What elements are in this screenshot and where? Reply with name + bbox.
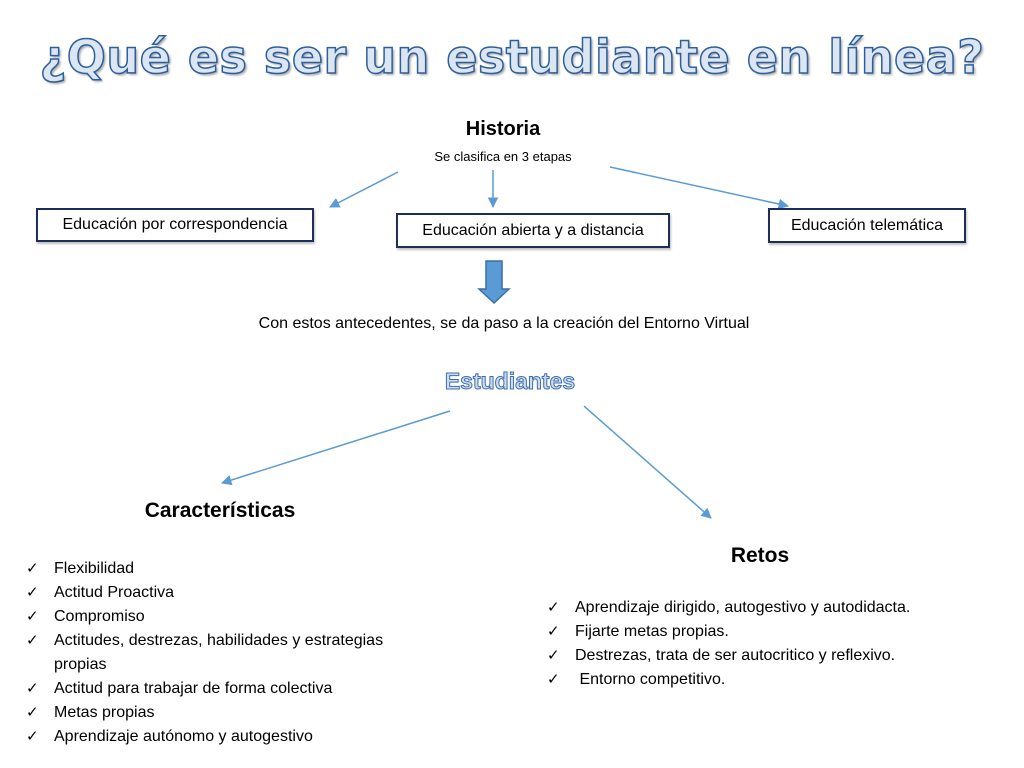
retos-list: ✓ Aprendizaje dirigido, autogestivo y aut… — [545, 596, 1015, 692]
check-icon: ✓ — [26, 704, 39, 721]
check-icon: ✓ — [26, 560, 39, 577]
stage-box-abierta-distancia: Educación abierta y a distancia — [396, 213, 670, 248]
check-icon: ✓ — [547, 647, 560, 664]
stage-label: Educación telemática — [790, 216, 944, 234]
caracteristicas-list: ✓ Flexibilidad ✓ Actitud Proactiva ✓ Compro… — [24, 557, 404, 749]
list-item: ✓ Entorno competitivo. — [545, 668, 1015, 692]
check-icon: ✓ — [547, 599, 560, 616]
check-icon: ✓ — [26, 608, 39, 625]
check-icon: ✓ — [26, 728, 39, 745]
list-item: ✓ Actitud para trabajar de forma colectiv… — [24, 677, 404, 701]
caracteristicas-title: Características — [144, 499, 296, 522]
list-item: ✓ Metas propias — [24, 701, 404, 725]
arrow-to-telematica — [609, 166, 790, 210]
page-title: ¿Qué es ser un estudiante en línea? — [39, 29, 985, 85]
stage-label: Educación abierta y a distancia — [422, 221, 644, 239]
list-item-text: Actitud Proactiva — [54, 584, 175, 601]
list-item-text: Aprendizaje autónomo y autogestivo — [54, 728, 313, 745]
list-item-text: Entorno competitivo. — [575, 671, 726, 688]
list-item: ✓ Actitud Proactiva — [24, 581, 404, 605]
list-item-text: Actitud para trabajar de forma colectiva — [54, 680, 333, 697]
list-item: ✓ Aprendizaje dirigido, autogestivo y aut… — [545, 596, 1015, 620]
stage-box-telematica: Educación telemática — [768, 208, 966, 243]
list-item: ✓ Fijarte metas propias. — [545, 620, 1015, 644]
list-item: ✓ Destrezas, trata de ser autocritico y r… — [545, 644, 1015, 668]
block-arrow-down — [477, 260, 511, 305]
list-item: ✓ Compromiso — [24, 605, 404, 629]
list-item-text: Compromiso — [54, 608, 145, 625]
historia-subtitle: Se clasifica en 3 etapas — [434, 149, 572, 164]
check-icon: ✓ — [547, 623, 560, 640]
list-item-text: Flexibilidad — [54, 560, 135, 577]
arrow-to-retos — [583, 405, 712, 519]
list-item-text: Aprendizaje dirigido, autogestivo y auto… — [575, 599, 911, 616]
arrow-to-correspondencia — [329, 171, 399, 208]
list-item: ✓ Actitudes, destrezas, habilidades y est… — [24, 629, 404, 677]
list-item: ✓ Flexibilidad — [24, 557, 404, 581]
historia-title: Historia — [465, 118, 541, 140]
check-icon: ✓ — [26, 680, 39, 697]
list-item-text: Metas propias — [54, 704, 155, 721]
check-icon: ✓ — [547, 671, 560, 688]
list-item-text: Actitudes, destrezas, habilidades y estr… — [54, 632, 384, 673]
arrow-to-caracteristicas — [220, 410, 451, 486]
list-item-text: Destrezas, trata de ser autocritico y re… — [575, 647, 896, 664]
check-icon: ✓ — [26, 632, 39, 649]
stage-label: Educación por correspondencia — [62, 216, 288, 233]
estudiantes-heading: Estudiantes — [444, 368, 576, 395]
list-item-text: Fijarte metas propias. — [575, 623, 729, 640]
retos-title: Retos — [730, 544, 790, 567]
antecedentes-text: Con estos antecedentes, se da paso a la … — [258, 315, 750, 332]
list-item: ✓ Aprendizaje autónomo y autogestivo — [24, 725, 404, 749]
stage-box-correspondencia: Educación por correspondencia — [36, 208, 314, 242]
check-icon: ✓ — [26, 584, 39, 601]
